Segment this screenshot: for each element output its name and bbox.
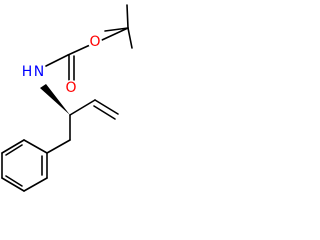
benzyl-linker <box>46 114 71 154</box>
bond-tbu-methyl-right <box>127 27 133 49</box>
atom-labels: O O N H <box>21 34 102 96</box>
bond-stereocenter-to-vinyl <box>69 99 96 116</box>
bond-methylene-to-phenyl <box>46 139 71 154</box>
atom-nitrogen: N <box>34 64 44 80</box>
bond-oxygen-to-carbonyl-carbon <box>67 44 91 56</box>
bond-wedge-to-nitrogen <box>40 84 70 115</box>
tert-butyl-group <box>101 4 133 49</box>
atom-carbonyl-oxygen: O <box>65 80 76 96</box>
carbamate-group <box>45 44 91 81</box>
label-bg-carbonyl-oxygen <box>64 80 78 94</box>
bond-ring-2 <box>23 177 48 192</box>
bond-ring-5 <box>1 139 25 154</box>
bond-ring-6 <box>23 139 48 154</box>
label-bg-amine-hydrogen <box>21 64 32 80</box>
bond-ring-3 <box>1 177 25 192</box>
bond-ring-double-b <box>5 175 23 187</box>
label-bg-nitrogen <box>31 64 47 80</box>
atom-ether-oxygen: O <box>89 34 100 50</box>
vinyl-group <box>69 99 119 120</box>
label-bg-ether-oxygen <box>88 35 102 49</box>
bond-vinyl-double-b <box>93 105 116 120</box>
phenyl-ring <box>1 139 48 192</box>
molecule-diagram: O O N H <box>1 4 133 192</box>
bond-tbu-methyl-top <box>126 4 129 29</box>
bond-ring-double-c <box>5 144 23 156</box>
bond-vinyl-double-a <box>94 99 119 115</box>
bond-carbonyl-carbon-to-nitrogen <box>45 54 69 67</box>
atom-amine-hydrogen: H <box>22 64 33 80</box>
bond-tbu-to-oxygen <box>101 27 129 41</box>
bond-tbu-methyl-left <box>104 27 129 32</box>
stereocenter <box>40 84 70 115</box>
